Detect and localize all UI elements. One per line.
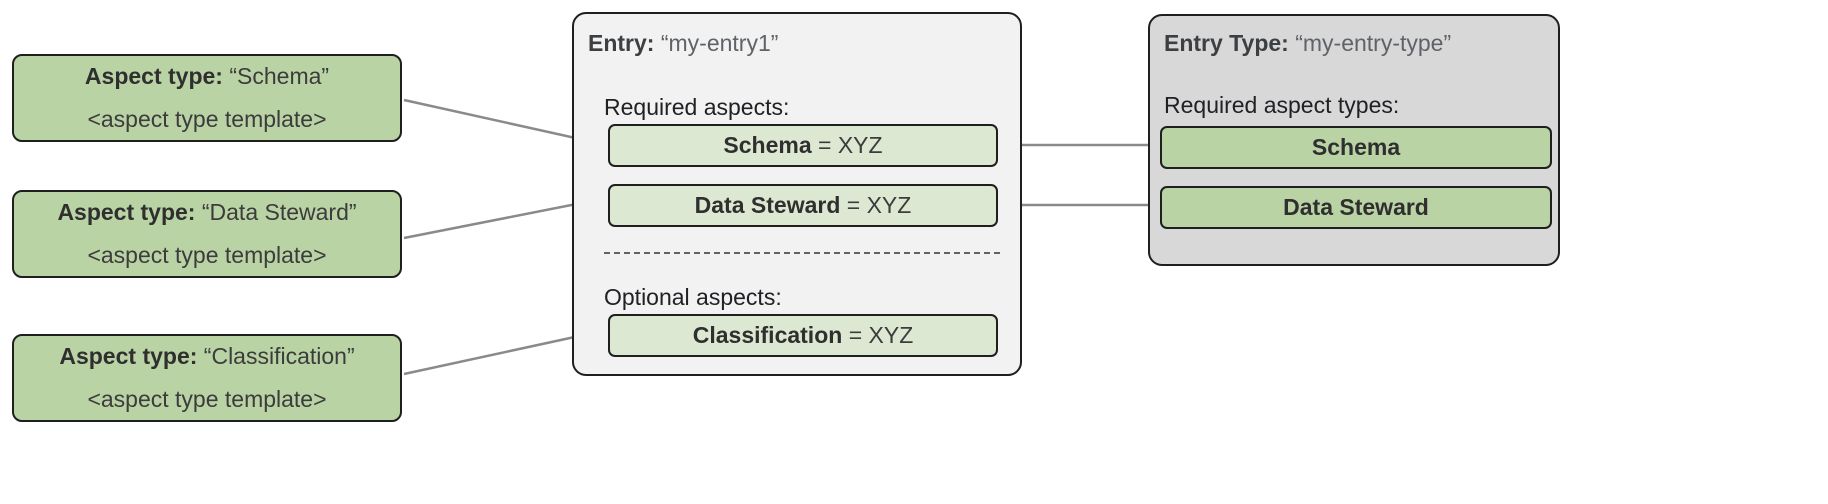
aspect-type-card-value: “Data Steward” <box>201 199 357 225</box>
entry-type-aspect-data-steward[interactable]: Data Steward <box>1160 186 1552 229</box>
entry-aspect-name: Data Steward <box>694 192 841 218</box>
entry-card-title-value: “my-entry1” <box>660 30 779 56</box>
entry-type-required-label: Required aspect types: <box>1164 92 1400 118</box>
aspect-type-card-title: Aspect type: “Classification” <box>59 343 354 370</box>
entry-type-card-title-value: “my-entry-type” <box>1295 30 1452 56</box>
entry-aspect-schema[interactable]: Schema = XYZ <box>608 124 998 167</box>
aspect-type-card-template: <aspect type template> <box>87 386 327 412</box>
aspect-type-card-data-steward[interactable]: Aspect type: “Data Steward” <aspect type… <box>12 190 402 278</box>
aspect-type-card-label: Aspect type: <box>84 63 223 89</box>
entry-type-card[interactable]: Entry Type: “my-entry-type” Required asp… <box>1148 14 1560 266</box>
entry-card-title-label: Entry: <box>588 30 655 56</box>
entry-aspect-value: = XYZ <box>818 132 883 158</box>
entry-card-title: Entry: “my-entry1” <box>588 30 778 57</box>
aspect-type-card-template: <aspect type template> <box>87 106 327 132</box>
entry-aspect-data-steward[interactable]: Data Steward = XYZ <box>608 184 998 227</box>
entry-optional-aspects-label: Optional aspects: <box>604 284 782 310</box>
aspect-type-card-label: Aspect type: <box>59 343 198 369</box>
aspect-type-card-label: Aspect type: <box>57 199 196 225</box>
entry-aspect-value: = XYZ <box>846 192 912 218</box>
aspect-type-card-title: Aspect type: “Schema” <box>85 63 329 90</box>
aspect-type-card-classification[interactable]: Aspect type: “Classification” <aspect ty… <box>12 334 402 422</box>
aspect-type-card-title: Aspect type: “Data Steward” <box>57 199 356 226</box>
entry-type-card-title-label: Entry Type: <box>1164 30 1289 56</box>
entry-aspect-name: Classification <box>692 322 843 348</box>
entry-section-divider <box>604 252 1000 254</box>
aspect-type-card-value: “Classification” <box>203 343 355 369</box>
entry-type-card-title: Entry Type: “my-entry-type” <box>1164 30 1451 57</box>
aspect-type-card-value: “Schema” <box>229 63 330 89</box>
entry-type-aspect-schema[interactable]: Schema <box>1160 126 1552 169</box>
entry-aspect-classification[interactable]: Classification = XYZ <box>608 314 998 357</box>
aspect-type-card-schema[interactable]: Aspect type: “Schema” <aspect type templ… <box>12 54 402 142</box>
entry-aspect-value: = XYZ <box>848 322 914 348</box>
entry-required-aspects-label: Required aspects: <box>604 94 790 120</box>
entry-card[interactable]: Entry: “my-entry1” Required aspects: Sch… <box>572 12 1022 376</box>
aspect-type-card-template: <aspect type template> <box>87 242 327 268</box>
entry-aspect-name: Schema <box>723 132 812 158</box>
